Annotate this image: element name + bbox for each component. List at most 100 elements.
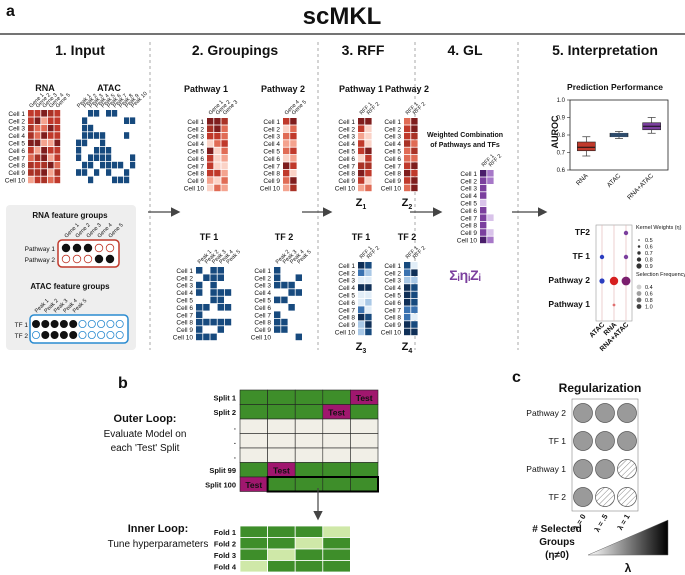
rff-cell (365, 132, 372, 140)
rff-row-label: Cell 1 (338, 119, 355, 126)
rna-cell (34, 132, 41, 139)
pathway1-row-label: Cell 8 (187, 171, 204, 178)
rna-group-dot (83, 243, 93, 253)
split-cell (239, 433, 268, 449)
tf1-cell (196, 318, 203, 326)
tf1-cell (196, 281, 203, 289)
rna-cell (41, 124, 47, 132)
split-cell (239, 418, 268, 434)
regularization-row-label: TF 2 (549, 492, 567, 502)
pathway2-cell (283, 147, 290, 155)
rna-cell (41, 117, 47, 124)
atac-cell (106, 132, 112, 139)
regularization-circle (617, 431, 637, 451)
tf1-cell (210, 333, 217, 341)
split-cell (322, 476, 351, 492)
tf1-cell (210, 326, 217, 333)
tf2-cell (281, 281, 288, 289)
tf1-cell (210, 289, 217, 296)
lambda-label: λ = 1 (615, 513, 631, 532)
rna-cell (28, 132, 34, 139)
atac-cell (94, 161, 100, 169)
pathway1-cell (207, 125, 214, 132)
rff-row-label: Cell 5 (338, 293, 355, 300)
tf1-cell (217, 289, 224, 296)
inner-loop-title: Inner Loop: (128, 523, 189, 535)
pathway1-row-label: Cell 5 (187, 149, 204, 156)
pathway2-row-label: Cell 7 (263, 163, 280, 170)
rff-cell (411, 284, 418, 291)
rna-cell (54, 154, 61, 161)
atac-cell (82, 124, 88, 132)
rff-cell (411, 177, 418, 184)
atac-cell (130, 147, 136, 154)
y-tick-label: 0.6 (557, 168, 566, 174)
atac-cell (112, 169, 118, 176)
tf1-row-label: Cell 5 (176, 298, 193, 305)
tf2-cell (295, 281, 302, 289)
atac-cell (100, 132, 106, 139)
rna-cell (28, 147, 34, 154)
pathway2-row-label: Cell 9 (263, 178, 280, 185)
rff-cell (404, 321, 411, 328)
rff-row-label: Cell 9 (338, 322, 355, 329)
rff-cell (404, 262, 411, 269)
rff-title: TF 2 (398, 232, 417, 242)
tf2-cell (295, 326, 302, 333)
pathway2-row-label: Cell 8 (263, 171, 280, 178)
gl-row-label: Cell 1 (460, 171, 477, 178)
pathway1-cell (214, 125, 221, 132)
atac-cell (130, 110, 136, 117)
dot-marker (609, 276, 619, 286)
gl-cell (487, 236, 494, 244)
rna-group-row-pathway1: Pathway 1 (25, 246, 56, 253)
lambda-gradient-triangle (587, 519, 669, 556)
rna-cell (47, 117, 54, 124)
pathway2-cell (283, 125, 290, 132)
atac-group-dot (78, 330, 87, 339)
kernel-weight-label: 0.7 (645, 251, 653, 257)
rff-row-label: Cell 7 (384, 163, 401, 170)
gl-formula: ΣᵢηᵢZᵢ (449, 267, 480, 283)
split-cell (294, 389, 324, 405)
dot-row-label: TF 1 (573, 251, 591, 261)
kernel-weights-title: Kernel Weights (η) (636, 225, 682, 231)
rff-cell (365, 306, 372, 313)
rff-cell (365, 162, 372, 169)
tf2-row-label: Cell 1 (254, 268, 271, 275)
atac-cell (100, 147, 106, 154)
gl-cell (480, 236, 487, 244)
atac-group-row-tf2: TF 2 (15, 333, 29, 340)
atac-cell (100, 154, 106, 161)
atac-cell (130, 161, 136, 169)
split-cell (350, 433, 379, 449)
gl-cell (480, 192, 487, 199)
tf2-row-label: Cell 2 (254, 275, 271, 282)
dot-marker (599, 278, 605, 284)
tf1-cell (203, 318, 210, 326)
atac-cell (94, 154, 100, 161)
rff-row-label: Cell 10 (381, 186, 402, 193)
tf2-cell (295, 267, 302, 274)
atac-cell (124, 139, 130, 147)
kernel-weight-dot (636, 263, 642, 269)
atac-cell (88, 110, 94, 117)
rff-cell (411, 269, 418, 276)
pathway1-row-label: Cell 3 (187, 134, 204, 141)
rna-cell (34, 169, 41, 176)
rff-z-subscript: 2 (408, 204, 412, 211)
tf1-row-label: Cell 1 (176, 268, 193, 275)
rna-group-dot (94, 243, 104, 253)
atac-cell (124, 124, 130, 132)
gl-cell (480, 199, 487, 207)
rff-cell (365, 262, 372, 269)
fold-label: Fold 4 (214, 562, 237, 571)
tf1-row-label: Cell 10 (173, 335, 194, 342)
atac-group-dot (97, 319, 106, 328)
tf2-cell (281, 318, 288, 326)
y-tick-label: 0.8 (557, 133, 566, 139)
rna-cell (28, 139, 34, 147)
split-cell (239, 447, 268, 463)
rff-row-label: Cell 2 (384, 126, 401, 133)
selection-frequency-dot (636, 291, 642, 296)
